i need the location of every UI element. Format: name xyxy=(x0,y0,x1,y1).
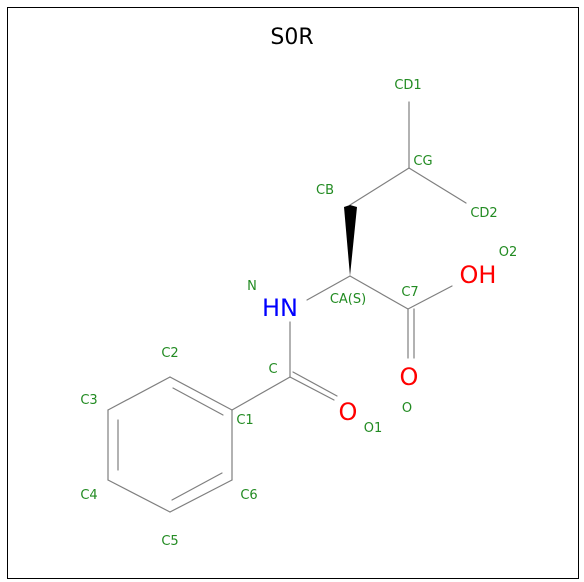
label-c: C xyxy=(268,362,277,377)
molecule-title: S0R xyxy=(270,25,313,50)
bond-c-c1 xyxy=(231,376,291,411)
label-cb: CB xyxy=(316,183,334,198)
label-c7: C7 xyxy=(401,285,418,300)
bond-c7-oh xyxy=(407,285,453,310)
label-o1: O1 xyxy=(364,421,383,436)
bond-ca-c7 xyxy=(349,275,409,310)
bond-cg-cd2 xyxy=(408,167,467,204)
bond-inner-c2-c1 xyxy=(172,387,224,416)
bonds xyxy=(107,101,467,513)
label-c2: C2 xyxy=(161,346,178,361)
label-c3: C3 xyxy=(80,393,97,408)
bond-c-o-a xyxy=(289,376,335,401)
label-c1: C1 xyxy=(236,413,253,428)
bond-c3-c2 xyxy=(107,376,171,411)
atom-labels: CD1 CG CD2 CB O2 N CA(S) C7 C2 C C3 C1 O… xyxy=(80,78,517,549)
nh-heteroatom: HN xyxy=(262,294,298,322)
label-c6: C6 xyxy=(240,488,257,503)
bond-c6-c5 xyxy=(169,479,233,513)
bond-c5-c4 xyxy=(107,479,171,513)
label-o: O xyxy=(402,401,412,416)
wedge-ca-cb xyxy=(344,205,357,276)
bond-ca-n xyxy=(306,275,351,301)
diagram-frame xyxy=(7,7,579,579)
bond-cg-cb xyxy=(349,167,410,206)
label-c4: C4 xyxy=(80,488,97,503)
label-ca: CA(S) xyxy=(330,292,366,307)
label-n: N xyxy=(247,279,257,294)
amide-oxygen: O xyxy=(339,398,358,426)
acid-oxygen: O xyxy=(400,363,419,391)
oh-heteroatom: OH xyxy=(460,261,497,289)
bond-c2-c1 xyxy=(169,376,233,411)
bond-c-o-b xyxy=(292,371,338,397)
bond-inner-c6-c5 xyxy=(171,472,223,501)
label-cg: CG xyxy=(413,154,432,169)
label-c5: C5 xyxy=(161,534,178,549)
label-cd2: CD2 xyxy=(470,206,497,221)
label-o2: O2 xyxy=(499,245,518,260)
label-cd1: CD1 xyxy=(394,78,421,93)
